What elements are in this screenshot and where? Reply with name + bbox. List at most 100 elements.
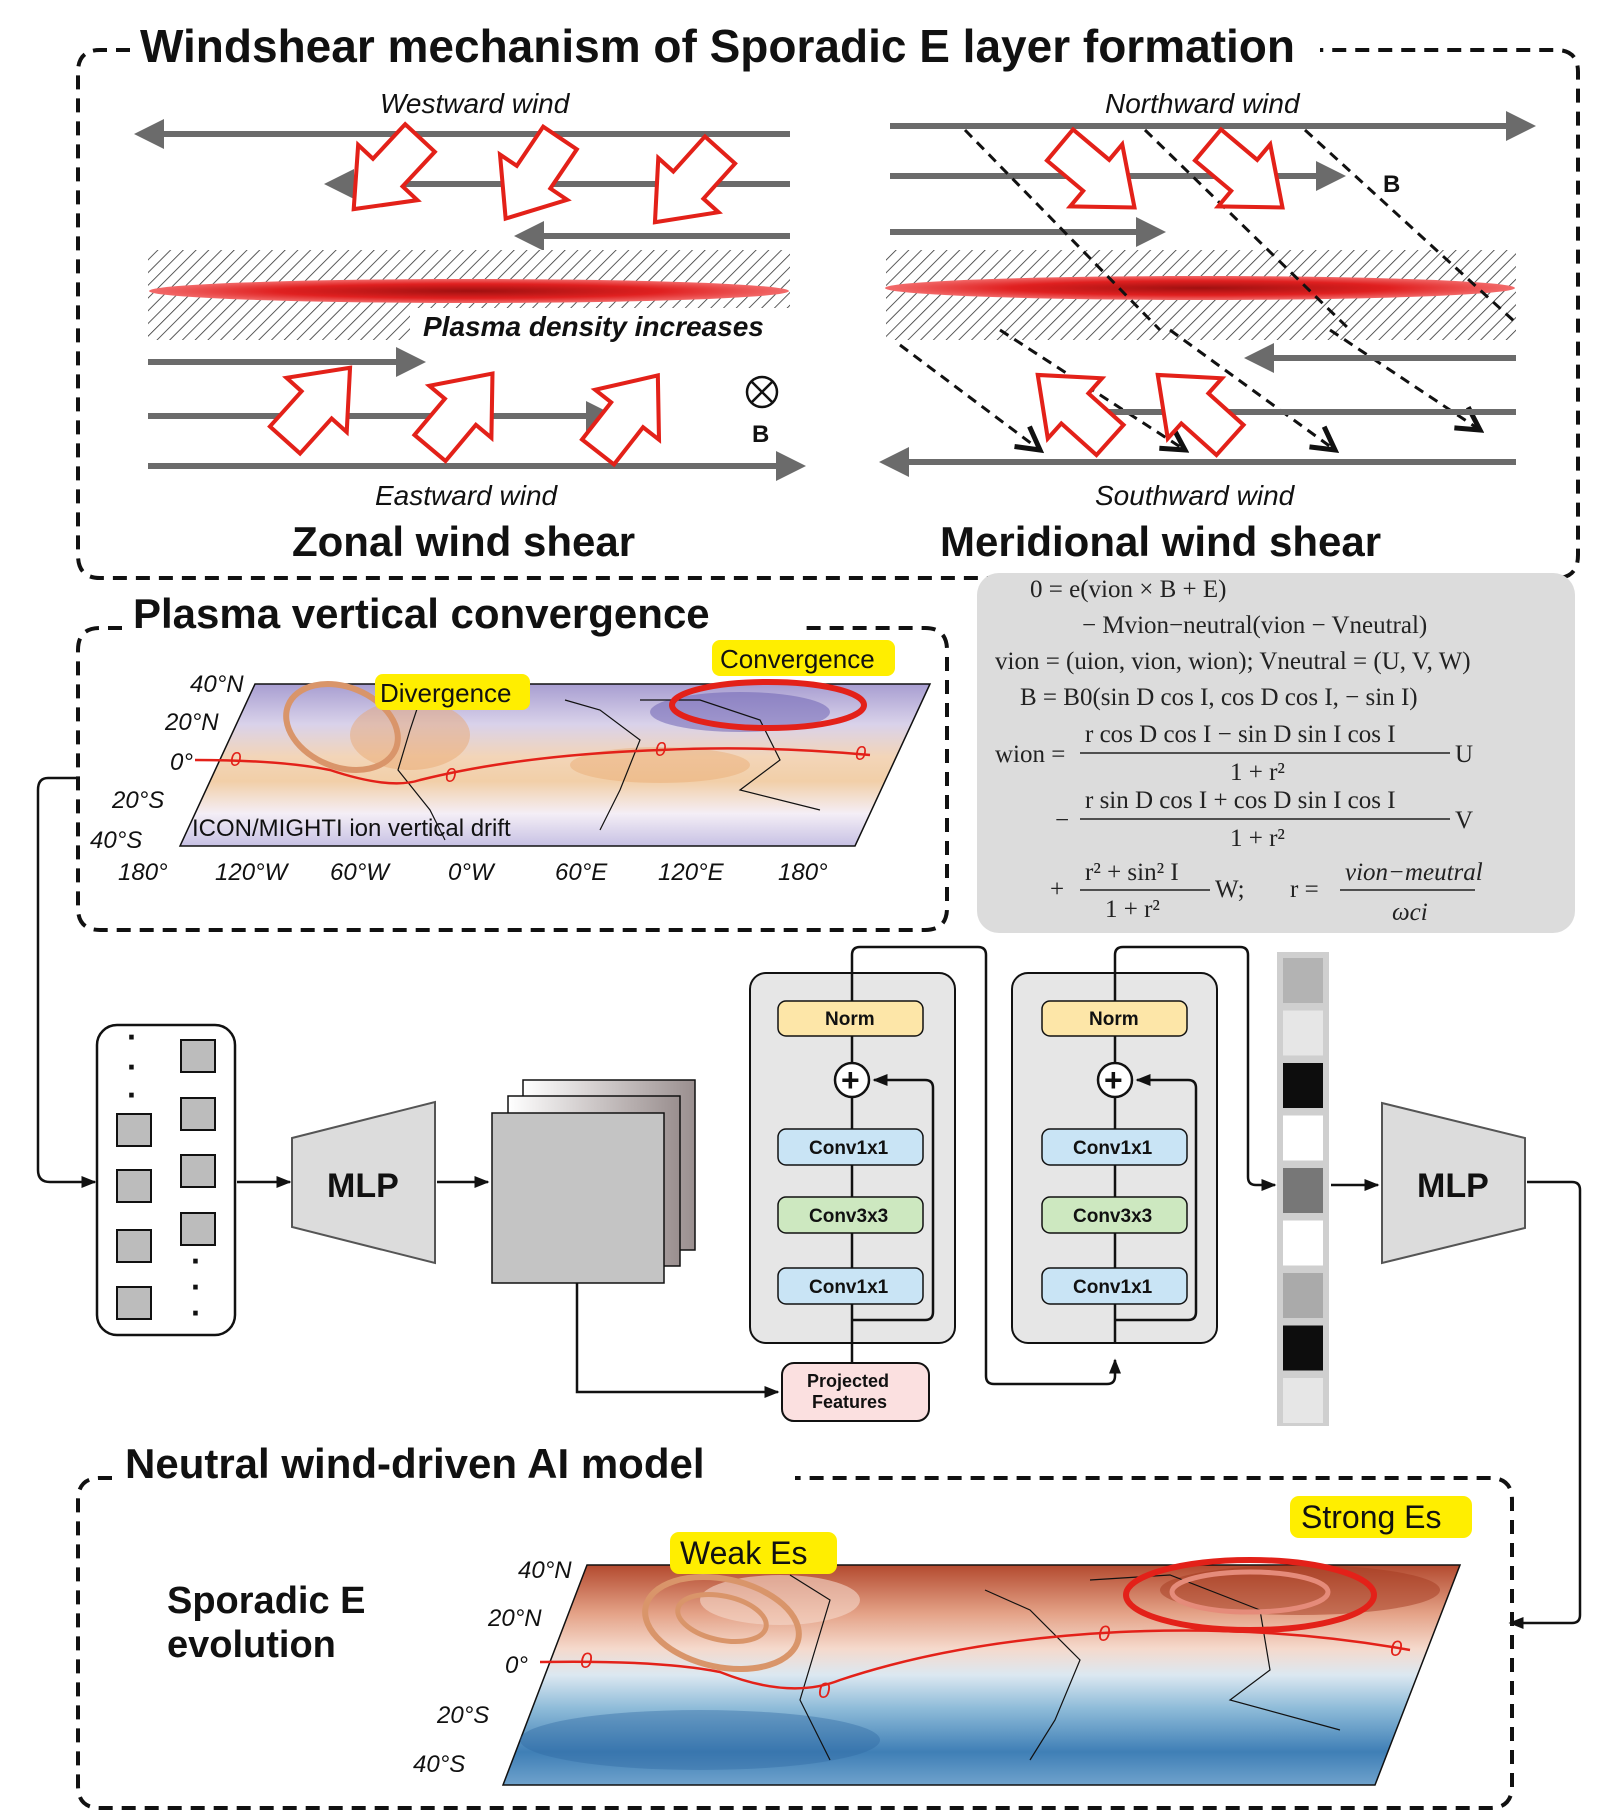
es-map: 0 0 0 0 Weak Es Strong Es 40°N 20°N 0° 2… — [413, 1496, 1472, 1786]
eq-frac2-den: 1 + r² — [1230, 825, 1285, 852]
lon-tick-120w: 120°W — [215, 859, 290, 886]
weak-es-highlight — [670, 1532, 837, 1574]
windshear-title: Windshear mechanism of Sporadic E layer … — [140, 20, 1295, 72]
output-cell-3 — [1283, 1063, 1323, 1108]
es-lat-tick-20n: 20°N — [487, 1605, 542, 1632]
block2-conv-b-label: Conv3x3 — [1073, 1206, 1152, 1227]
output-cell-1 — [1283, 958, 1323, 1003]
input-cell — [116, 1229, 152, 1263]
meridional-plasma-layer — [885, 276, 1515, 300]
block2-add-node — [1096, 1061, 1134, 1099]
lat-tick-20n: 20°N — [164, 709, 219, 736]
zero-contour-label-2: 0 — [445, 765, 456, 787]
eq-frac2-var: V — [1455, 807, 1473, 834]
eq-frac2-sign: − — [1055, 807, 1069, 834]
es-lat-tick-40n: 40°N — [518, 1557, 572, 1584]
sporadic-e-label-1: Sporadic E — [167, 1580, 366, 1622]
eq-frac2-num: r sin D cos I + cos D sin I cos I — [1085, 787, 1396, 814]
eq-line-1: 0 = e(vion × B + E) — [1030, 576, 1226, 603]
lat-tick-0: 0° — [170, 749, 193, 776]
eq-frac1-den: 1 + r² — [1230, 759, 1285, 786]
output-cell-5 — [1283, 1168, 1323, 1213]
mlp-encoder-label: MLP — [327, 1167, 399, 1205]
coastline-asia — [1089, 1574, 1341, 1731]
lon-tick-60e: 60°E — [555, 859, 608, 886]
output-cell-9 — [1283, 1378, 1323, 1423]
eq-wion-lhs: wion = — [995, 741, 1065, 768]
equations-panel: 0 = e(vion × B + E) − Mvion−neutral(vion… — [977, 573, 1575, 933]
lon-tick-180w: 180° — [118, 859, 168, 886]
zonal-ion-drift-arrows-down — [351, 121, 738, 225]
block2-conv-c — [1041, 1267, 1188, 1305]
block1-norm-label: Norm — [825, 1009, 875, 1030]
output-cell-2 — [1283, 1010, 1323, 1056]
convergence-ellipse — [669, 679, 867, 731]
map-caption: ICON/MIGHTI ion vertical drift — [192, 815, 511, 842]
meridional-b-label: B — [1383, 171, 1400, 198]
eq-r-lhs: r = — [1290, 876, 1319, 903]
meridional-shear-title: Meridional wind shear — [940, 518, 1381, 565]
zonal-shear-title: Zonal wind shear — [292, 518, 635, 565]
northward-wind-label: Northward wind — [1105, 88, 1301, 119]
windshear-frame — [76, 48, 1580, 580]
block1-conv-a — [777, 1128, 924, 1166]
convergence-title: Plasma vertical convergence — [133, 590, 710, 637]
block2-norm-label: Norm — [1089, 1009, 1139, 1030]
lat-tick-40s: 40°S — [90, 827, 142, 854]
zero-contour-label-3: 0 — [655, 739, 666, 761]
coastline-africa — [984, 1589, 1081, 1761]
output-cell-7 — [1283, 1273, 1323, 1318]
ai-model-title: Neutral wind-driven AI model — [125, 1440, 705, 1487]
block1-add-node — [833, 1061, 871, 1099]
input-cell — [180, 1097, 216, 1131]
strong-es-inner — [1169, 1569, 1331, 1615]
eq-line-4: B = B0(sin D cos I, cos D cos I, − sin I… — [1020, 684, 1418, 711]
input-cell — [116, 1113, 152, 1147]
eq-frac1-num: r cos D cos I − sin D sin I cos I — [1085, 721, 1396, 748]
eq-r-num: vion−meutral — [1345, 859, 1483, 886]
block1-add-symbol: + — [841, 1062, 860, 1098]
zonal-ion-drift-arrows-up — [267, 365, 662, 468]
weak-es-outer — [642, 1574, 802, 1672]
es-lat-tick-40s: 40°S — [413, 1751, 465, 1778]
weak-es-label: Weak Es — [680, 1535, 807, 1571]
strong-es-outer — [1123, 1557, 1377, 1633]
connector-stack-to-projected — [575, 1283, 780, 1398]
coastline-africa — [564, 699, 641, 831]
feature-map-stack — [491, 1079, 696, 1284]
ai-model-section: Neutral wind-driven AI model Sporadic E … — [76, 1440, 1514, 1810]
convergence-frame — [76, 626, 949, 932]
es-lat-tick-0: 0° — [505, 1652, 528, 1679]
eq-line-3: vion = (uion, vion, wion); Vneutral = (U… — [995, 648, 1471, 675]
block2-conv-b — [1041, 1196, 1188, 1234]
eastward-wind-label: Eastward wind — [375, 480, 559, 511]
convergence-label: Convergence — [720, 644, 875, 674]
drift-map: 0 0 0 0 Divergence Convergence ICON/MIGH… — [90, 640, 932, 886]
eq-line-2: − Mvion−neutral(vion − Vneutral) — [1082, 612, 1427, 639]
divergence-highlight — [375, 674, 530, 710]
southward-wind-label: Southward wind — [1095, 480, 1296, 511]
connector-mlp-to-es-map — [1508, 1180, 1582, 1629]
divergence-label: Divergence — [380, 678, 512, 708]
lat-tick-20s: 20°S — [111, 787, 164, 814]
connector-block1-to-block2 — [850, 945, 1121, 1386]
es-zero-label-3: 0 — [1098, 1621, 1111, 1646]
coastline-americas — [789, 1574, 831, 1761]
eq-frac3-den: 1 + r² — [1105, 896, 1160, 923]
output-vector-column — [1277, 952, 1329, 1426]
block2-conv-a-label: Conv1x1 — [1073, 1138, 1153, 1159]
mlp-encoder: MLP — [291, 1100, 436, 1265]
windshear-section: Windshear mechanism of Sporadic E layer … — [76, 20, 1580, 580]
input-cell — [116, 1286, 152, 1320]
coastline-asia — [640, 699, 821, 811]
model-pipeline: · · · · · · MLP — [36, 776, 1582, 1629]
es-lat-tick-20s: 20°S — [436, 1702, 489, 1729]
input-features-panel: · · · · · · — [95, 1019, 237, 1337]
mlp-decoder: MLP — [1381, 1101, 1526, 1265]
block1-conv-c-label: Conv1x1 — [809, 1277, 889, 1298]
zero-contour-label-1: 0 — [230, 749, 241, 771]
weak-es-inner — [675, 1592, 769, 1644]
zonal-b-label: B — [752, 421, 769, 448]
zonal-plasma-layer — [149, 279, 789, 303]
